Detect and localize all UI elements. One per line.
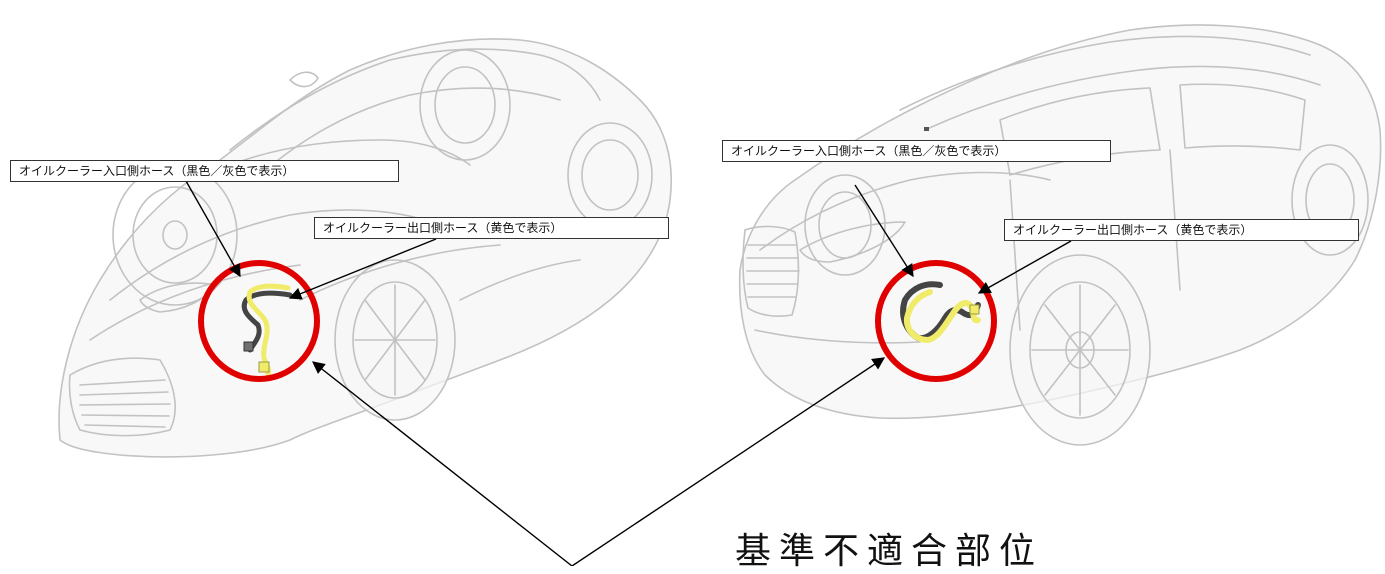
right-outlet-hose-label: オイルクーラー出口側ホース（黄色で表示）	[1004, 219, 1359, 241]
callout-arrows	[185, 180, 1072, 566]
right-inlet-hose	[900, 281, 981, 342]
nonconforming-part-label: 基準不適合部位	[735, 531, 1044, 572]
left-highlight-circle	[198, 260, 320, 382]
arrow-right-outlet	[977, 240, 1072, 294]
right-inlet-hose-label: オイルクーラー入口側ホース（黒色／灰色で表示）	[722, 140, 1111, 162]
arrow-right-inlet	[854, 184, 914, 278]
arrow-bottom-to-left	[312, 361, 573, 566]
right-highlight-circle	[875, 260, 997, 382]
arrow-left-outlet	[288, 238, 437, 300]
left-oil-cooler-hose-assembly	[241, 283, 293, 377]
left-outlet-hose-label: オイルクーラー出口側ホース（黄色で表示）	[314, 217, 669, 239]
left-inlet-hose	[241, 290, 293, 353]
right-oil-cooler-hose-assembly	[900, 281, 981, 343]
left-vehicle-illustration	[58, 38, 673, 458]
arrow-left-inlet	[185, 180, 241, 278]
arrow-bottom-to-right	[571, 357, 886, 566]
left-inlet-hose-label: オイルクーラー入口側ホース（黒色／灰色で表示）	[10, 160, 399, 182]
